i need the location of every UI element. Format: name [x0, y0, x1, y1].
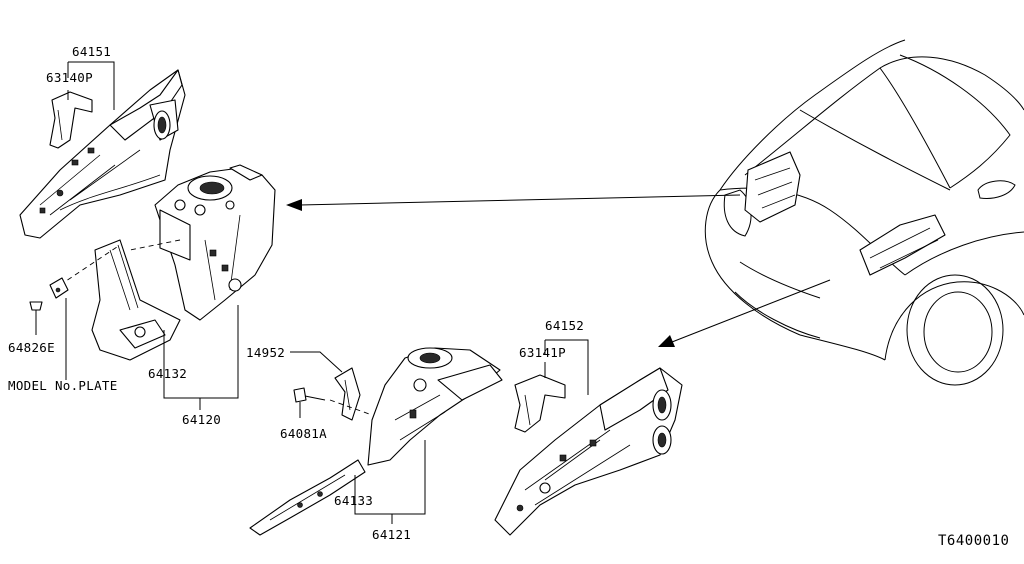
- label-64121: 64121: [372, 527, 412, 542]
- part-64151-drawing: [19, 69, 186, 239]
- label-64151: 64151: [72, 44, 112, 59]
- part-64826E-drawing: [29, 277, 69, 380]
- label-63141P: 63141P: [519, 345, 566, 360]
- part-64152-drawing: [494, 339, 683, 536]
- label-63140P: 63140P: [46, 70, 93, 85]
- pointer-arrows: [286, 194, 831, 347]
- part-64121-drawing: [249, 347, 503, 536]
- leaders-left: [67, 61, 239, 410]
- part-64120-drawing: [59, 164, 276, 361]
- label-14952: 14952: [246, 345, 286, 360]
- diagram-reference-code: T6400010: [938, 533, 1010, 549]
- label-64120: 64120: [182, 412, 222, 427]
- car-outline: [704, 39, 1024, 386]
- label-64133: 64133: [334, 493, 374, 508]
- label-64132: 64132: [148, 366, 188, 381]
- label-64152: 64152: [545, 318, 585, 333]
- label-64826E: 64826E: [8, 340, 55, 355]
- label-64081A: 64081A: [280, 426, 327, 441]
- label-model-plate: MODEL No.PLATE: [8, 378, 118, 393]
